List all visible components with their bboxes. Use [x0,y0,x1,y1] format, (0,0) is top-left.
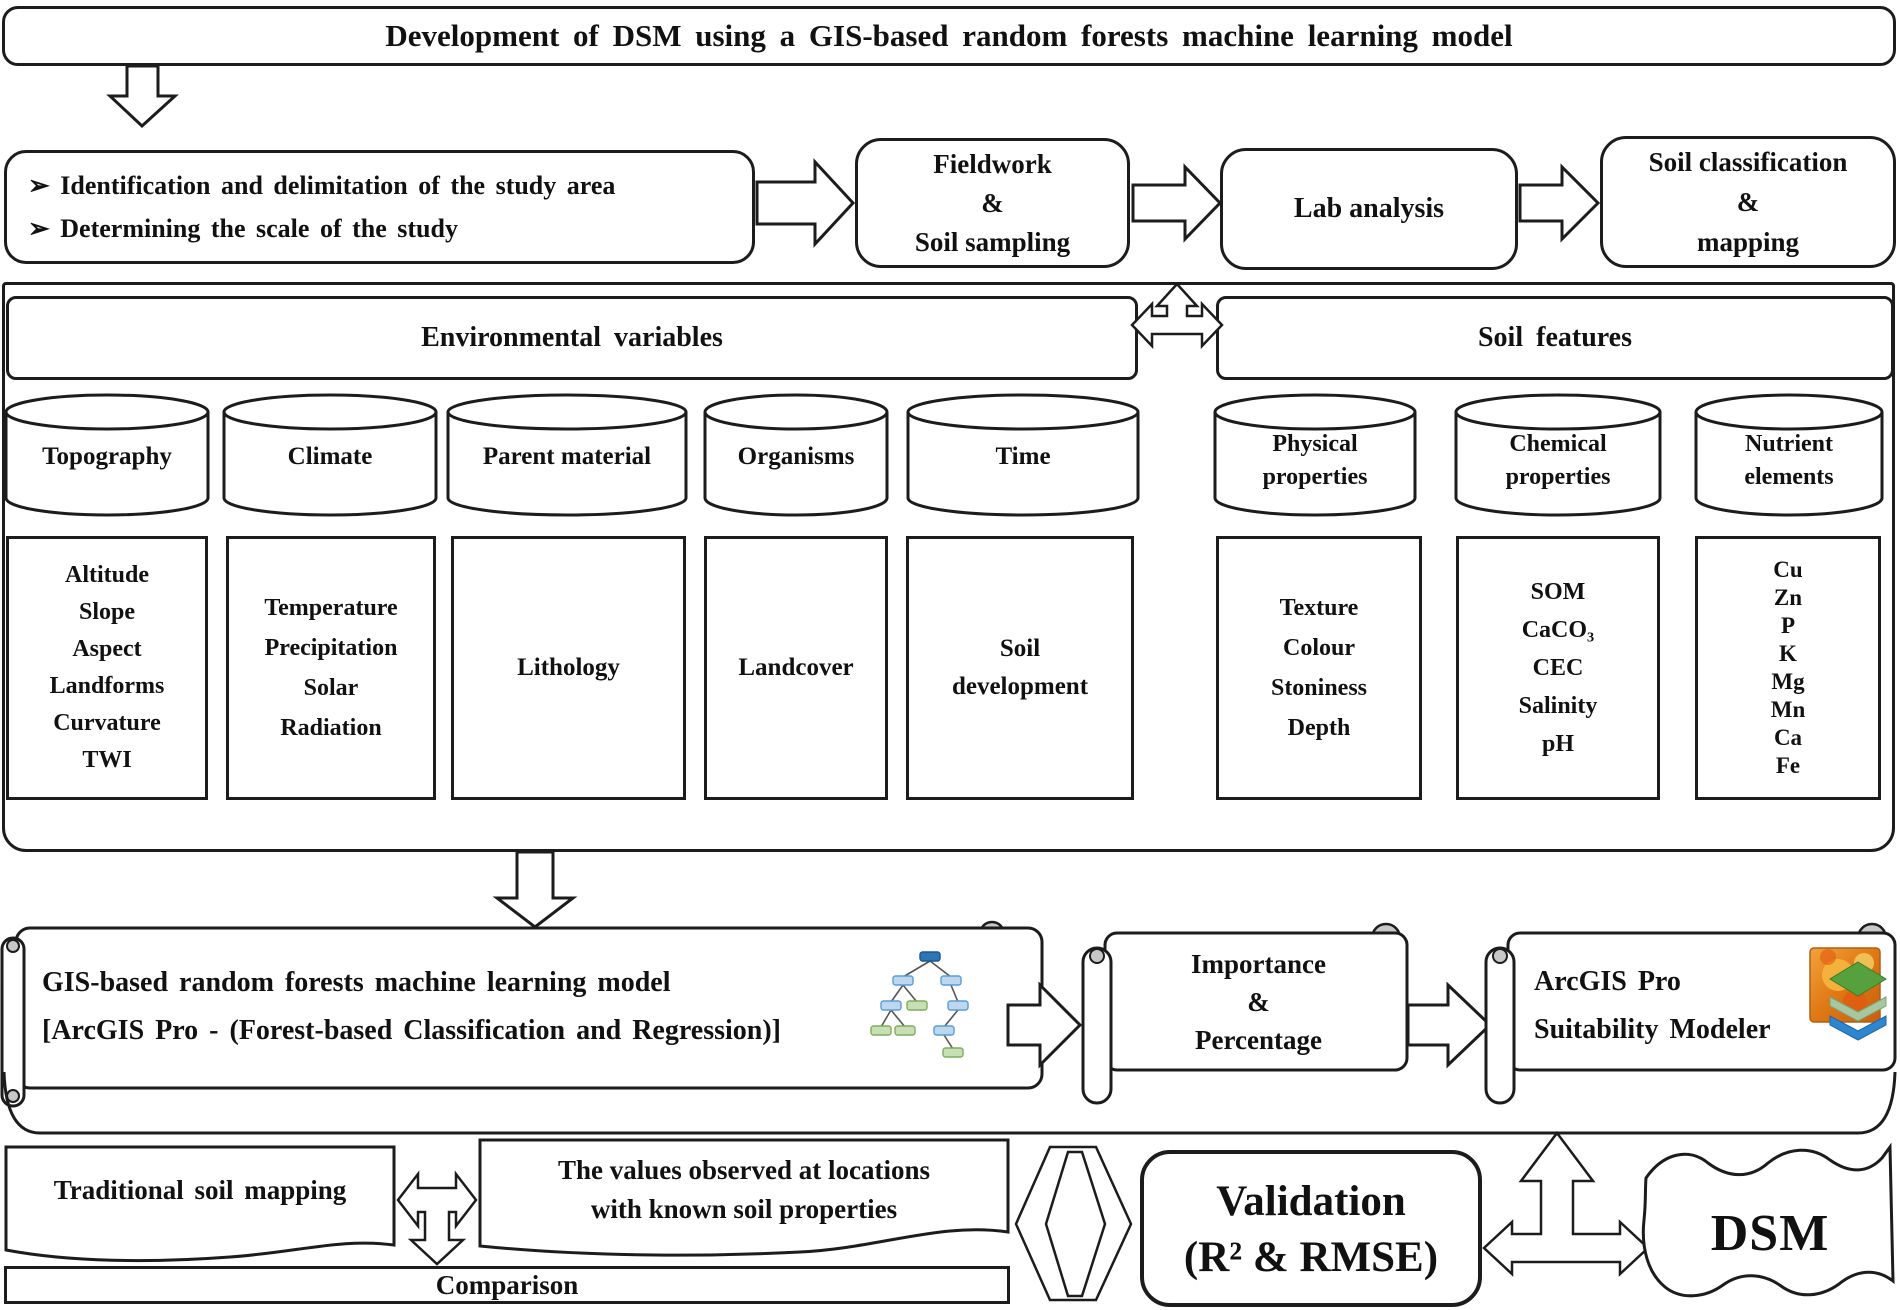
time-items: Soil development [951,635,1089,700]
study-scope-text: ➢ Identification and delimitation of the… [28,171,616,243]
parent-material-items-box [451,536,686,800]
cylinder-topography-label: Topography [42,443,172,470]
soil-classification-box [1600,136,1896,268]
arcgis-pro-layers-icon [1809,947,1887,1041]
traditional-mapping-label: Traditional soil mapping [53,1174,347,1205]
three-way-arrow-comparison-icon [396,1170,478,1266]
soil-classification-label: Soil classification & mapping [1648,147,1848,257]
model-scroll-label: GIS-based random forests machine learnin… [42,967,781,1046]
nutrient-items-box [1695,536,1881,800]
down-arrow-title-icon [106,64,179,129]
cylinder-physical-label: Physical properties [1262,431,1368,490]
lab-analysis-box [1220,148,1518,270]
chemical-items: SOM CaCO₃ CEC Salinity pH [1518,579,1598,757]
three-way-arrow-validation-dsm-icon [1482,1130,1650,1277]
fieldwork-label: Fieldwork & Soil sampling [914,148,1071,257]
big-down-arrow-icon [492,850,578,929]
soil-features-box [1216,296,1894,380]
physical-items: Texture Colour Stoniness Depth [1270,595,1368,741]
climate-items-box [226,536,436,800]
right-arrow-model-importance-icon [1006,981,1083,1069]
physical-items-box [1216,536,1422,800]
organisms-items-box [704,536,888,800]
topography-items-box [6,536,208,800]
observed-values-label: The values observed at locations with kn… [557,1155,930,1224]
cylinder-nutrient-label: Nutrient elements [1744,431,1834,490]
comparison-box [4,1266,1010,1304]
right-arrow-importance-suitability-icon [1406,981,1493,1069]
climate-items: Temperature Precipitation Solar Radiatio… [264,595,398,741]
collate-lens-shape [1014,1145,1133,1302]
variables-container [2,282,1895,852]
chemical-items-box [1456,536,1660,800]
study-scope-box [4,150,755,264]
scroll-row-bracket [2,1071,1897,1135]
environmental-variables-label: Environmental variables [421,322,723,353]
topography-items: Altitude Slope Aspect Landforms Curvatur… [49,562,165,773]
fieldwork-box [855,138,1130,268]
suitability-scroll-label: ArcGIS Pro Suitability Modeler [1534,966,1771,1045]
comparison-label: Comparison [435,1269,579,1300]
cylinder-parent-material-label: Parent material [482,443,652,470]
title-box [2,6,1896,66]
time-items-box [906,536,1134,800]
environmental-variables-box [6,296,1138,380]
dsm-label: DSM [1710,1204,1830,1262]
nutrient-items: Cu Zn P K Mg Mn Ca Fe [1770,557,1806,778]
soil-features-label: Soil features [1477,322,1633,353]
organisms-items: Landcover [738,654,854,681]
page-title: Development of DSM using a GIS-based ran… [385,18,1513,53]
cylinder-climate-label: Climate [287,443,373,470]
validation-label: Validation (R² & RMSE) [1183,1178,1439,1281]
cylinder-organisms-label: Organisms [737,443,855,470]
validation-box [1140,1150,1482,1307]
parent-material-items: Lithology [517,654,620,681]
cylinder-chemical-label: Chemical properties [1505,431,1611,490]
lab-analysis-label: Lab analysis [1293,193,1445,224]
decision-tree-icon [870,951,969,1058]
right-arrow-lab-classification-icon [1518,163,1601,243]
cylinder-time-label: Time [995,443,1051,470]
right-arrow-fieldwork-lab-icon [1131,163,1223,243]
right-arrow-study-fieldwork-icon [755,158,856,248]
importance-scroll-label: Importance & Percentage [1191,949,1326,1055]
